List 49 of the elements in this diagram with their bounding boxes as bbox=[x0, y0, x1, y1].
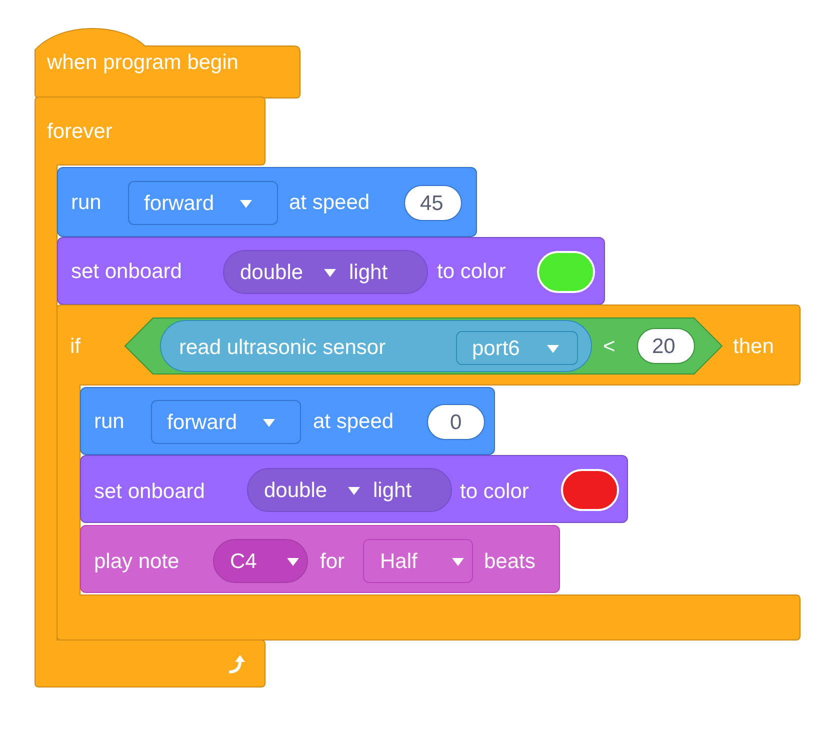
block-text: to color bbox=[460, 479, 529, 505]
dropdown-menu bbox=[363, 539, 473, 583]
dropdown-menu bbox=[247, 468, 452, 512]
number-field bbox=[404, 185, 462, 221]
color-swatch bbox=[537, 251, 595, 293]
dropdown-menu bbox=[151, 400, 301, 444]
block-text: Half bbox=[380, 549, 418, 575]
block-text: forward bbox=[167, 410, 238, 436]
block-text: beats bbox=[484, 549, 536, 575]
dropdown-menu bbox=[223, 250, 428, 294]
block-text: run bbox=[71, 190, 102, 216]
block-text: when program begin bbox=[47, 50, 238, 76]
block-text: forever bbox=[47, 119, 112, 145]
block-text: if bbox=[70, 334, 80, 360]
light-block bbox=[80, 455, 628, 523]
color-swatch bbox=[561, 469, 619, 511]
dropdown-menu bbox=[128, 181, 278, 225]
motion-block bbox=[80, 387, 495, 455]
number-value: 45 bbox=[420, 191, 444, 217]
block-text: light bbox=[349, 260, 388, 286]
block-text: set onboard bbox=[94, 479, 205, 505]
block-text: run bbox=[94, 409, 124, 435]
block-text: port6 bbox=[472, 336, 520, 362]
block-text: for bbox=[320, 549, 345, 575]
block-text: play note bbox=[94, 549, 180, 575]
light-block bbox=[57, 237, 605, 305]
block-text: to color bbox=[437, 259, 506, 285]
block-text: set onboard bbox=[71, 259, 182, 285]
block-text: read ultrasonic sensor bbox=[179, 335, 386, 361]
block-text: double bbox=[240, 260, 304, 286]
if-block bbox=[57, 305, 800, 640]
number-value: 20 bbox=[652, 334, 676, 360]
block-text: then bbox=[733, 334, 774, 360]
dropdown-menu bbox=[213, 539, 308, 583]
number-field bbox=[427, 404, 485, 440]
event-block bbox=[35, 28, 300, 98]
block-text: C4 bbox=[230, 549, 257, 575]
block-text: < bbox=[603, 334, 616, 360]
sound-block bbox=[80, 525, 560, 593]
dropdown-menu bbox=[456, 331, 578, 365]
sensor-reporter bbox=[160, 320, 592, 372]
condition-block bbox=[125, 318, 722, 374]
number-value: 0 bbox=[450, 410, 462, 436]
block-text: light bbox=[373, 478, 412, 504]
block-text: at speed bbox=[313, 409, 394, 435]
motion-block bbox=[57, 167, 477, 237]
block-text: double bbox=[264, 478, 328, 504]
block-text: at speed bbox=[289, 190, 370, 216]
block-text: forward bbox=[144, 191, 214, 217]
